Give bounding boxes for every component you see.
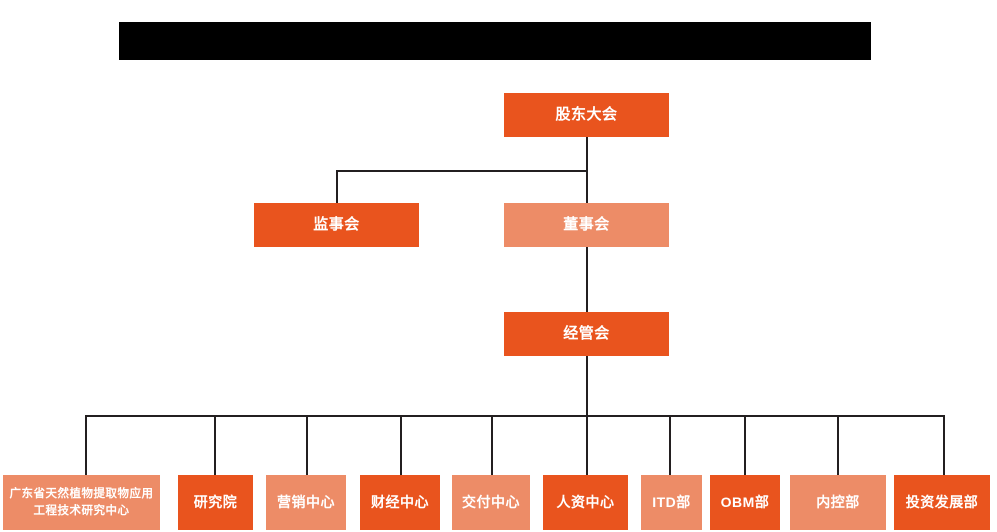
node-internal-control-dept[interactable]: 内控部 bbox=[790, 475, 886, 530]
node-hr-center[interactable]: 人资中心 bbox=[543, 475, 628, 530]
node-institute[interactable]: 研究院 bbox=[178, 475, 253, 530]
connector-drop-hr-center bbox=[586, 415, 588, 475]
node-supervisors-label: 监事会 bbox=[313, 215, 360, 233]
node-directors-label: 董事会 bbox=[563, 215, 610, 233]
node-shareholders-label: 股东大会 bbox=[555, 105, 618, 123]
node-delivery-center-label: 交付中心 bbox=[462, 493, 520, 510]
node-research-center[interactable]: 广东省天然植物提取物应用工程技术研究中心 bbox=[3, 475, 160, 530]
connector-directors-management bbox=[586, 247, 588, 312]
node-internal-control-dept-label: 内控部 bbox=[816, 493, 860, 510]
node-itd-dept-label: ITD部 bbox=[652, 493, 691, 510]
node-hr-center-label: 人资中心 bbox=[556, 493, 615, 510]
connector-shareholders-down bbox=[586, 137, 588, 171]
node-delivery-center[interactable]: 交付中心 bbox=[452, 475, 530, 530]
connector-drop-research-center bbox=[85, 415, 87, 475]
node-obm-dept-label: OBM部 bbox=[720, 493, 770, 510]
connector-drop-investment-development-dept bbox=[943, 415, 945, 475]
node-investment-development-dept[interactable]: 投资发展部 bbox=[894, 475, 990, 530]
connector-drop-marketing-center bbox=[306, 415, 308, 475]
node-obm-dept[interactable]: OBM部 bbox=[710, 475, 780, 530]
connector-drop-finance-center bbox=[400, 415, 402, 475]
node-management-label: 经管会 bbox=[563, 324, 610, 342]
node-management[interactable]: 经管会 bbox=[504, 312, 669, 356]
node-finance-center[interactable]: 财经中心 bbox=[360, 475, 440, 530]
connector-level2-bus bbox=[336, 170, 588, 172]
connector-supervisors-drop bbox=[336, 170, 338, 203]
node-supervisors[interactable]: 监事会 bbox=[254, 203, 419, 247]
node-shareholders[interactable]: 股东大会 bbox=[504, 93, 669, 137]
node-marketing-center[interactable]: 营销中心 bbox=[266, 475, 346, 530]
connector-drop-delivery-center bbox=[491, 415, 493, 475]
node-marketing-center-label: 营销中心 bbox=[277, 493, 335, 510]
node-investment-development-dept-label: 投资发展部 bbox=[905, 493, 979, 510]
node-finance-center-label: 财经中心 bbox=[371, 493, 429, 510]
node-research-center-label: 广东省天然植物提取物应用工程技术研究中心 bbox=[9, 487, 154, 517]
connector-directors-drop bbox=[586, 170, 588, 203]
connector-drop-itd-dept bbox=[669, 415, 671, 475]
connector-drop-institute bbox=[214, 415, 216, 475]
node-institute-label: 研究院 bbox=[193, 493, 238, 510]
node-itd-dept[interactable]: ITD部 bbox=[641, 475, 702, 530]
connector-departments-bus bbox=[85, 415, 944, 417]
node-directors[interactable]: 董事会 bbox=[504, 203, 669, 247]
connector-management-down bbox=[586, 356, 588, 416]
connector-drop-internal-control-dept bbox=[837, 415, 839, 475]
connector-drop-obm-dept bbox=[744, 415, 746, 475]
redacted-title-bar bbox=[119, 22, 871, 60]
